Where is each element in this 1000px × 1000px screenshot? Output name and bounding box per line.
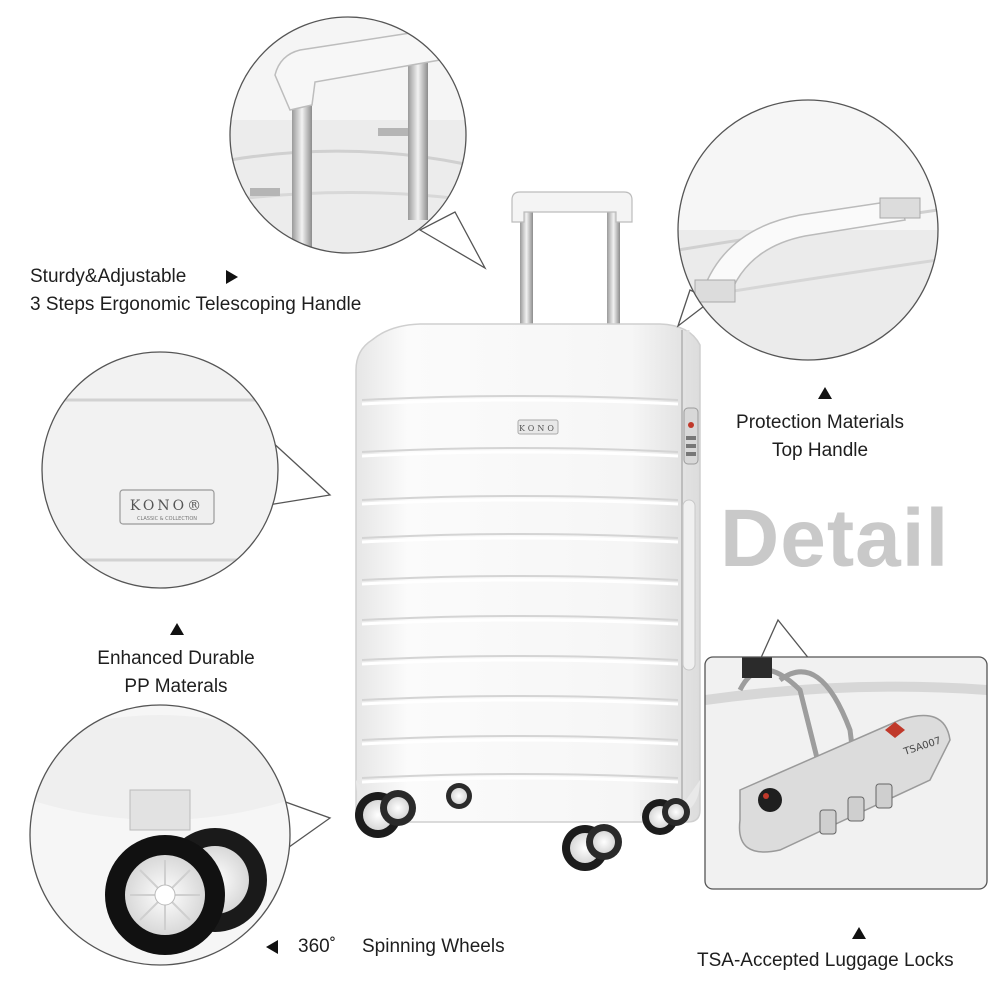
suitcase-wheels xyxy=(355,783,690,871)
label-top-handle-line2: Top Handle xyxy=(771,440,869,461)
label-handle-line1: Sturdy&Adjustable xyxy=(30,266,187,287)
detail-telescoping-handle xyxy=(229,16,487,270)
label-handle-line2: 3 Steps Ergonomic Telescoping Handle xyxy=(30,294,362,315)
pointer-up-icon xyxy=(818,387,832,399)
pointer-right-icon xyxy=(226,270,238,284)
detail-pp-material: KONO® CLASSIC & COLLECTION xyxy=(41,351,332,589)
suitcase-badge-text: KONO xyxy=(519,424,557,433)
detail-top-handle xyxy=(676,99,939,361)
label-locks: TSA-Accepted Luggage Locks xyxy=(697,950,954,971)
label-top-handle-line1: Protection Materials xyxy=(736,412,904,433)
pointer-left-icon xyxy=(266,940,278,954)
badge-sub-text: CLASSIC & COLLECTION xyxy=(137,516,197,522)
badge-brand-text: KONO® xyxy=(130,498,204,514)
telescoping-handle xyxy=(511,191,633,333)
label-materials-line1: Enhanced Durable xyxy=(97,648,255,669)
detail-spinning-wheels xyxy=(29,704,332,966)
label-materials-line2: PP Materals xyxy=(124,676,228,697)
label-wheels-text: Spinning Wheels xyxy=(362,936,505,957)
label-wheels-degree: 360˚ xyxy=(298,936,337,957)
pointer-up-icon xyxy=(852,927,866,939)
pointer-up-icon xyxy=(170,623,184,635)
detail-heading: Detail xyxy=(720,493,950,584)
suitcase: KONO xyxy=(355,191,701,823)
detail-tsa-lock: TSA007 xyxy=(704,618,988,890)
